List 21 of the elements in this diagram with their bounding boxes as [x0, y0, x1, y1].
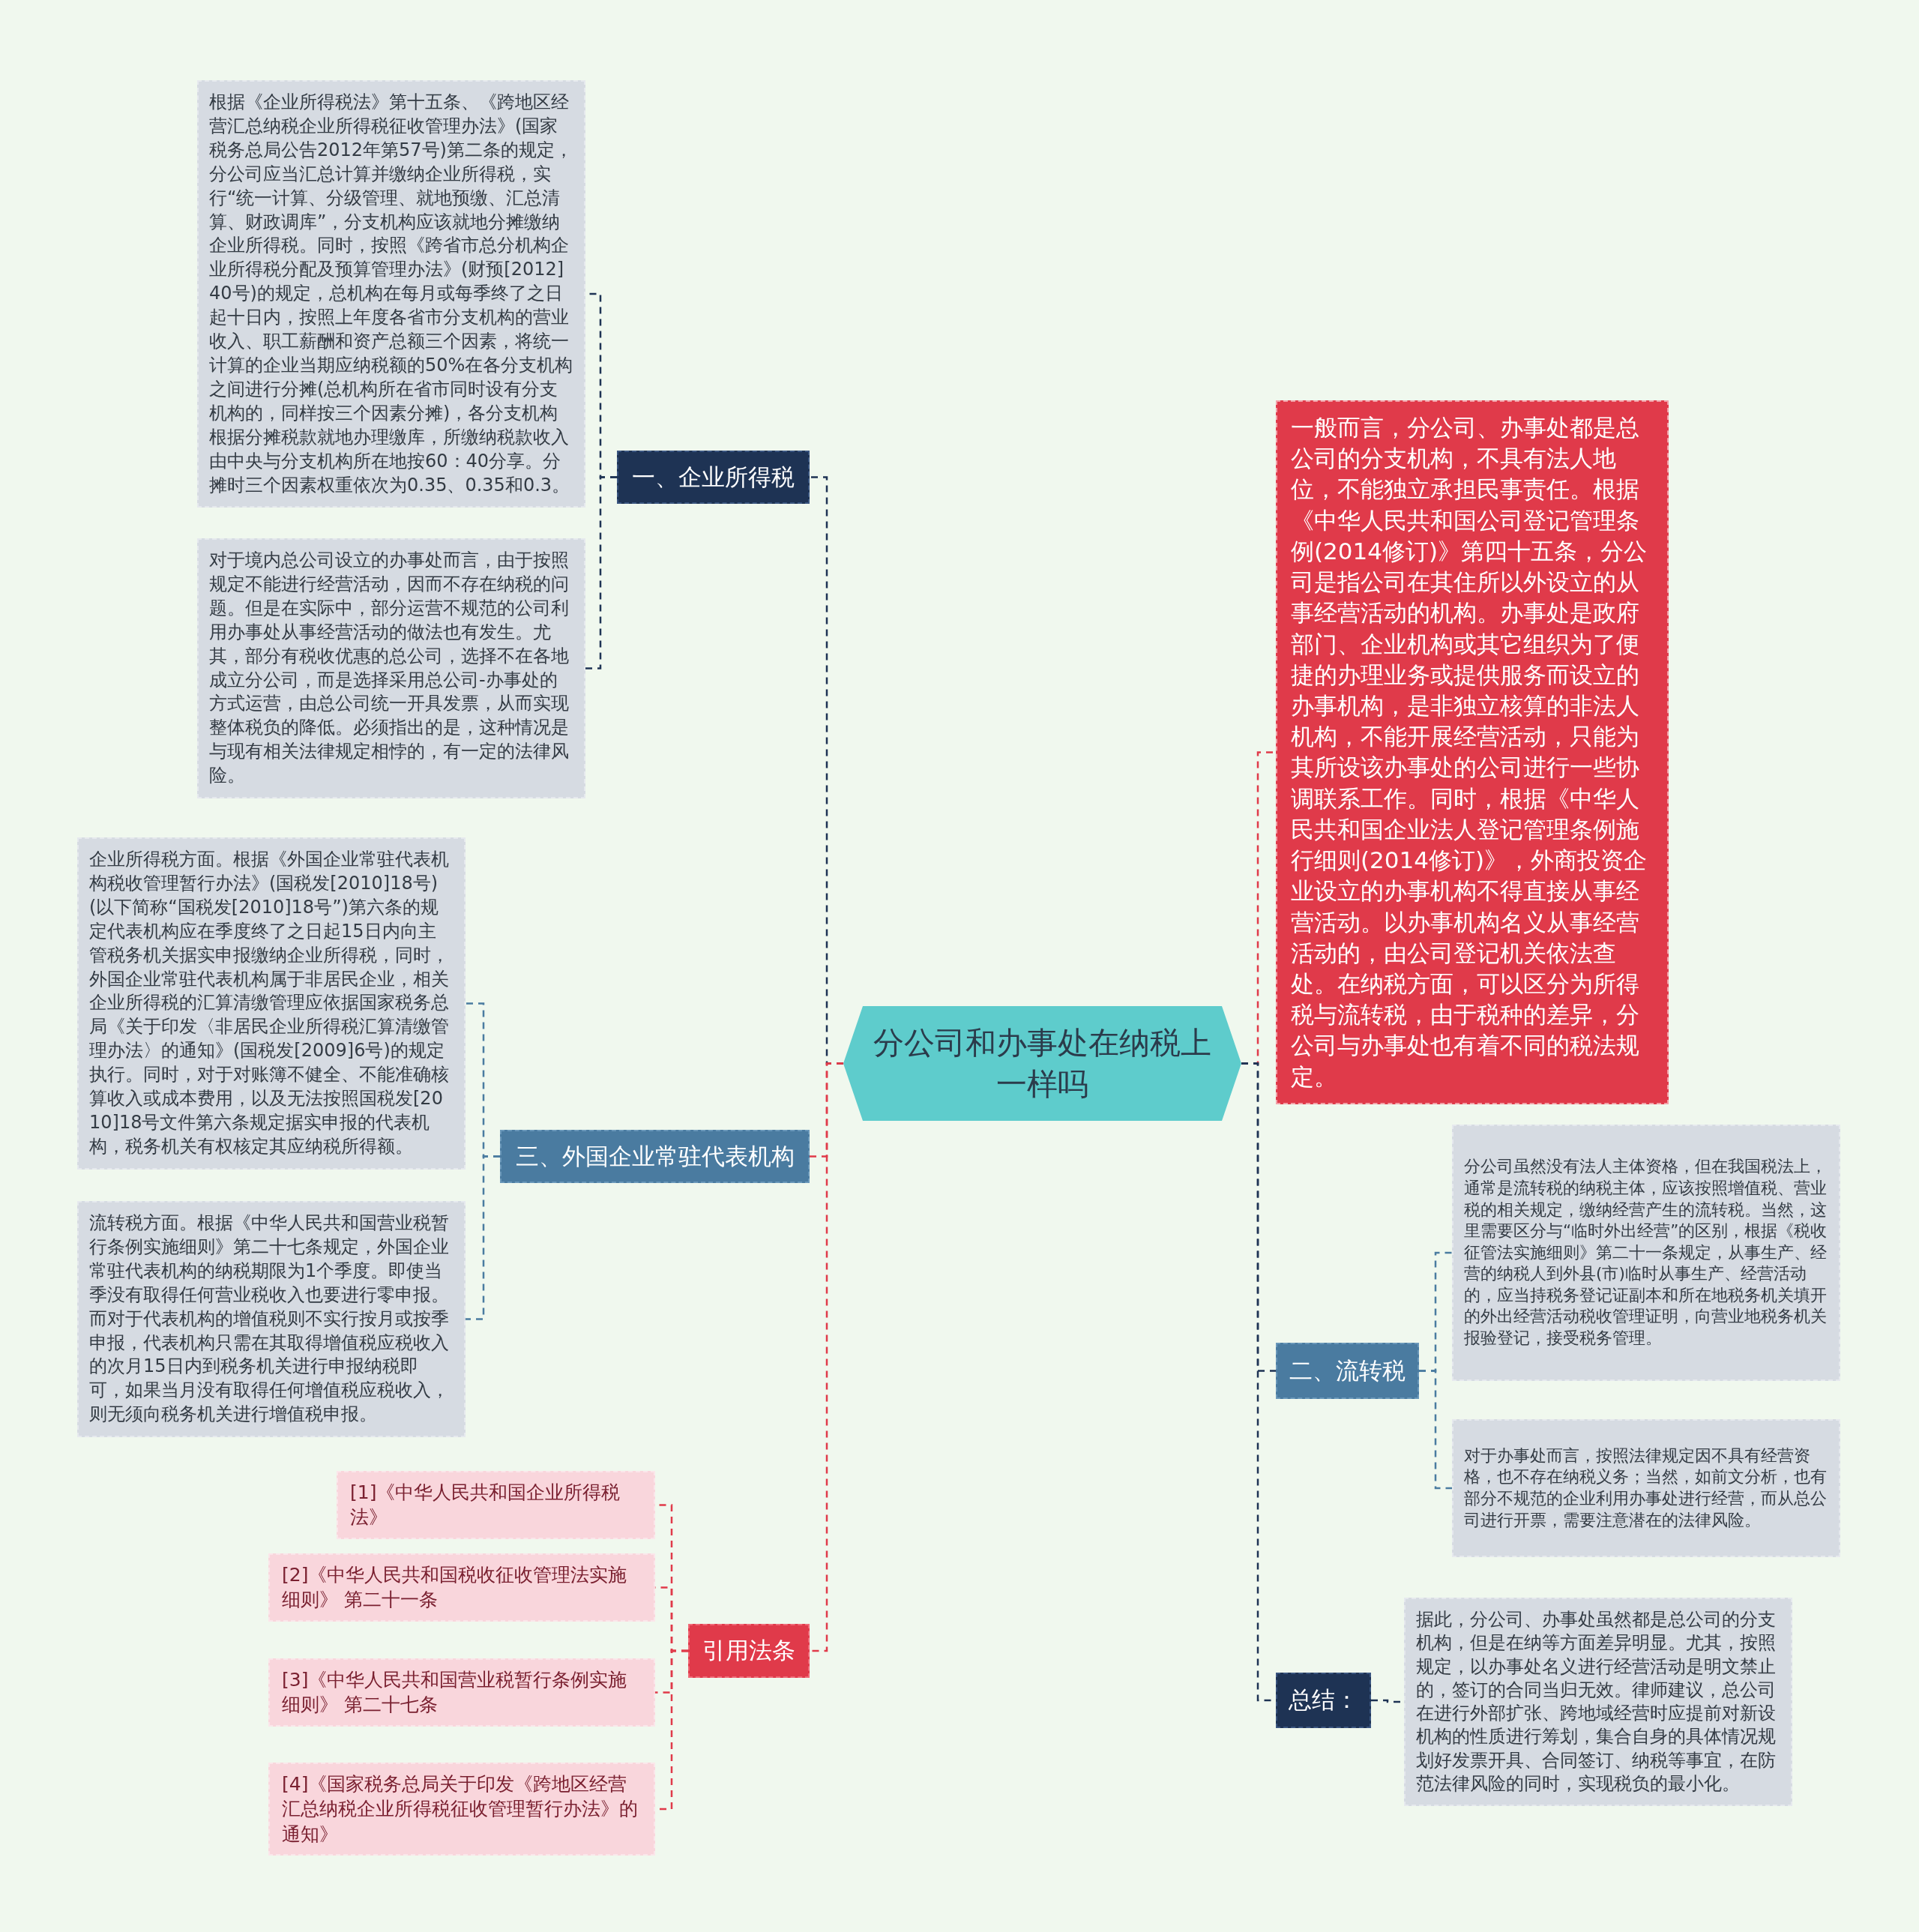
- branch-label: 一、企业所得税: [617, 451, 810, 504]
- reference-card: [4]《国家税务总局关于印发《跨地区经营汇总纳税企业所得税征收管理暂行办法》的通知》: [268, 1763, 655, 1856]
- reference-card: [2]《中华人民共和国税收征收管理法实施细则》 第二十一条: [268, 1553, 655, 1622]
- connector-line: [585, 476, 617, 669]
- reference-card: [3]《中华人民共和国营业税暂行条例实施细则》 第二十七条: [268, 1658, 655, 1727]
- branch-label: 二、流转税: [1276, 1343, 1419, 1399]
- central-topic: 分公司和办事处在纳税上一样吗: [843, 1006, 1241, 1121]
- note-card: 流转税方面。根据《中华人民共和国营业税暂行条例实施细则》第二十七条规定，外国企业常驻代表机构的纳税期限为1个季度。即使当季没有取得任何营业税收入也要进行零申报。而对于代表机构的增值税则不实行按月或按季申报，代表机构只需在其取得增值税应税收入的次月15日内到税务机关进行申报纳税即可，如果当月没有取得任何增值税应税收入，则无须向税务机关进行增值税申报。: [77, 1201, 466, 1438]
- note-card: 对于境内总公司设立的办事处而言，由于按照规定不能进行经营活动，因而不存在纳税的问题。但是在实际中，部分运营不规范的公司利用办事处从事经营活动的做法也有发生。尤其，部分有税收优惠的总公司，选择不在各地成立分公司，而是选择采用总公司-办事处的方式运营，由总公司统一开具发票，从而实现整体税负的降低。必须指出的是，这种情况是与现有相关法律规定相悖的，有一定的法律风险。: [197, 538, 585, 799]
- note-card: 企业所得税方面。根据《外国企业常驻代表机构税收管理暂行办法》(国税发[2010]18号)(以下简称“国税发[2010]18号”)第六条的规定代表机构应在季度终了之日起15日内向主管税务机关据实申报缴纳企业所得税，同时，外国企业常驻代表机构属于非居民企业，相关企业所得税的汇算清缴管理应依据国家税务总局《关于印发〈非居民企业所得税汇算清缴管理办法〉的通知》(国税发[2009]6号)的规定执行。同时，对于对账簿不健全、不能准确核算收入或成本费用，以及无法按照国税发[2010]18号文件第六条规定据实申报的代表机构，税务机关有权核定其应纳税所得额。: [77, 837, 466, 1170]
- note-card: 对于办事处而言，按照法律规定因不具有经营资格，也不存在纳税义务；当然，如前文分析，也有部分不规范的企业利用办事处进行经营，而从总公司进行开票，需要注意潜在的法律风险。: [1452, 1419, 1840, 1557]
- connector-line: [466, 1155, 500, 1320]
- note-card: 根据《企业所得税法》第十五条、《跨地区经营汇总纳税企业所得税征收管理办法》(国家税务总局公告2012年第57号)第二条的规定，分公司应当汇总计算并缴纳企业所得税，实行“统一计算、分级管理、就地预缴、汇总清算、财政调库”，分支机构应该就地分摊缴纳企业所得税。同时，按照《跨省市总分机构企业所得税分配及预算管理办法》(财预[2012]40号)的规定，总机构在每月或每季终了之日起十日内，按照上年度各省市分支机构的营业收入、职工薪酬和资产总额三个因素，将统一计算的企业当期应纳税额的50%在各分支机构之间进行分摊(总机构所在省市同时设有分支机构的，同样按三个因素分摊)，各分支机构根据分摊税款就地办理缴库，所缴纳税款收入由中央与分支机构所在地按60：40分享。分摊时三个因素权重依次为0.35、0.35和0.3。: [197, 80, 585, 508]
- note-card: 分公司虽然没有法人主体资格，但在我国税法上，通常是流转税的纳税主体，应该按照增值税、营业税的相关规定，缴纳经营产生的流转税。当然，这里需要区分与“临时外出经营”的区别，根据《税收征管法实施细则》第二十一条规定，从事生产、经营的纳税人到外县(市)临时从事生产、经营活动的，应当持税务登记证副本和所在地税务机关填开的外出经营活动税收管理证明，向营业地税务机关报验登记，接受税务管理。: [1452, 1125, 1840, 1381]
- branch-label: 三、外国企业常驻代表机构: [500, 1130, 810, 1183]
- note-card: 据此，分公司、办事处虽然都是总公司的分支机构，但是在纳等方面差异明显。尤其，按照规定，以办事处名义进行经营活动是明文禁止的，签订的合同当归无效。律师建议，总公司在进行外部扩张、跨地域经营时应提前对新设机构的性质进行筹划，集合自身的具体情况规划好发票开具、合同签订、纳税等事宜，在防范法律风险的同时，实现税负的最小化。: [1404, 1598, 1792, 1806]
- reference-card: [1]《中华人民共和国企业所得税法》: [337, 1471, 655, 1539]
- branch-label: 总结：: [1276, 1673, 1371, 1728]
- branch-label: 引用法条: [688, 1624, 810, 1678]
- note-card: 一般而言，分公司、办事处都是总公司的分支机构，不具有法人地位，不能独立承担民事责任。根据《中华人民共和国公司登记管理条例(2014修订)》第四十五条，分公司是指公司在其住所以外设立的从事经营活动的机构。办事处是政府部门、企业机构或其它组织为了便捷的办理业务或提供服务而设立的办事机构，是非独立核算的非法人机构，不能开展经营活动，只能为其所设该办事处的公司进行一些协调联系工作。同时，根据《中华人民共和国企业法人登记管理条例施行细则(2014修订)》，外商投资企业设立的办事机构不得直接从事经营活动。以办事机构名义从事经营活动的，由公司登记机关依法查处。在纳税方面，可以区分为所得税与流转税，由于税种的差异，分公司与办事处也有着不同的税法规定。: [1276, 400, 1669, 1104]
- connector-line: [1419, 1370, 1452, 1490]
